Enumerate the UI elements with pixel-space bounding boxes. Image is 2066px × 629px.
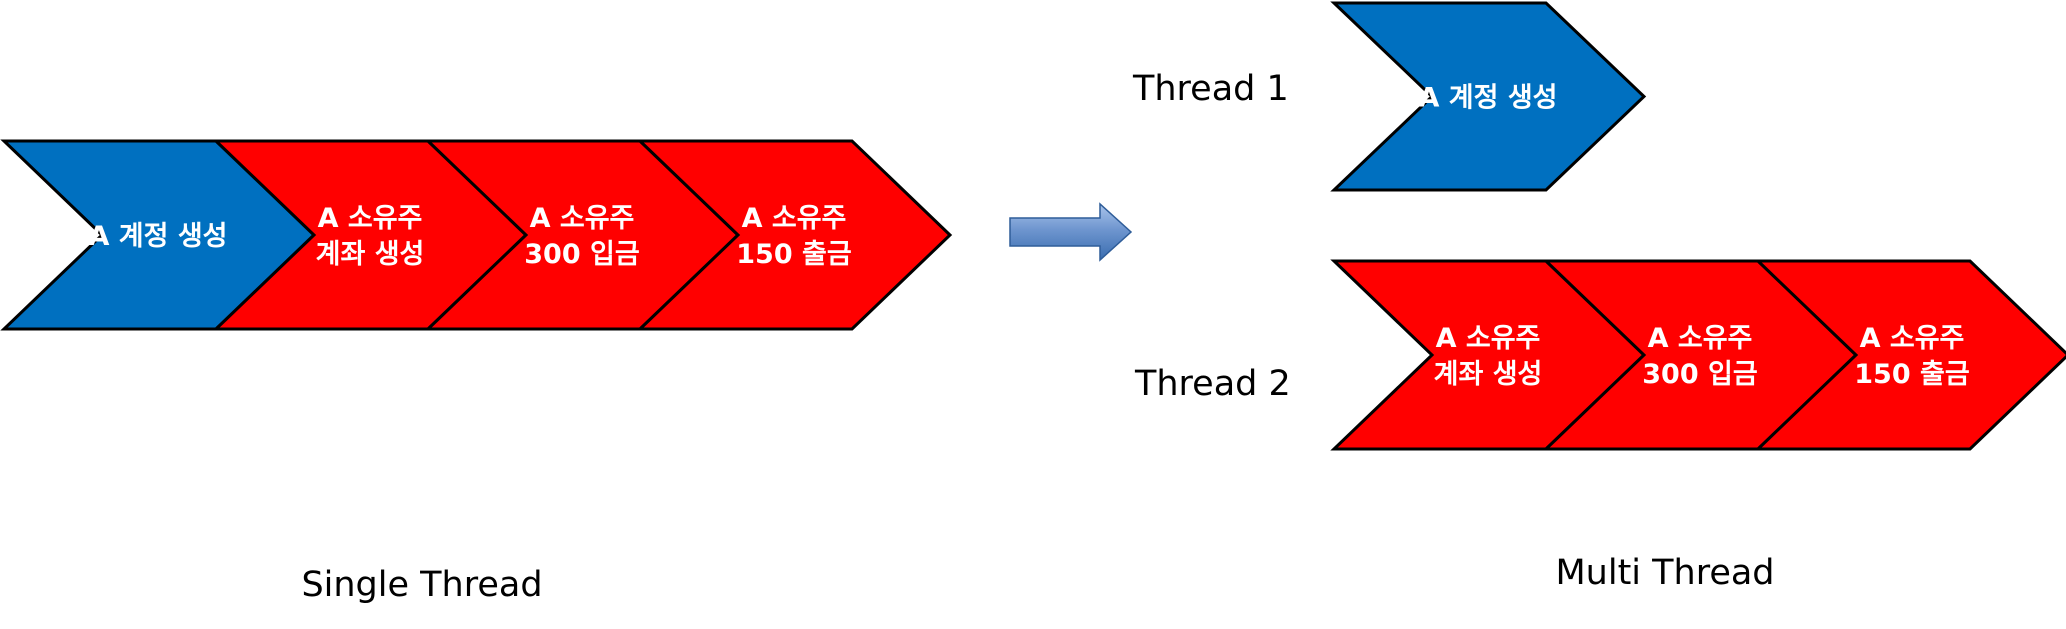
thread-1-label: Thread 1 bbox=[1132, 69, 1289, 109]
process-step-label: 300 입금 bbox=[524, 239, 639, 270]
transition-arrow bbox=[1009, 202, 1133, 262]
process-step-label: A 소유주 bbox=[1436, 323, 1541, 354]
process-step-chevron bbox=[1754, 259, 2066, 451]
single-thread-caption: Single Thread bbox=[301, 565, 542, 605]
process-step-label: A 소유주 bbox=[318, 203, 423, 234]
process-step-label: A 소유주 bbox=[742, 203, 847, 234]
process-step-label: A 소유주 bbox=[530, 203, 635, 234]
thread-2-label: Thread 2 bbox=[1134, 364, 1291, 404]
process-step-chevron bbox=[636, 139, 953, 331]
process-step-chevron bbox=[1330, 1, 1647, 192]
process-step-label: 계좌 생성 bbox=[316, 239, 425, 270]
process-step-label: A 소유주 bbox=[1648, 323, 1753, 354]
process-step-label: 계좌 생성 bbox=[1434, 359, 1543, 390]
multi-thread-caption: Multi Thread bbox=[1555, 553, 1774, 593]
process-step-label: A 소유주 bbox=[1860, 323, 1965, 354]
process-step-label: 150 출금 bbox=[736, 239, 851, 270]
process-step-label: 300 입금 bbox=[1642, 359, 1757, 390]
thread-1-process: A 계정 생성 bbox=[1330, 1, 1647, 192]
process-step-label: A 계정 생성 bbox=[88, 221, 227, 252]
process-step-label: 150 출금 bbox=[1854, 359, 1969, 390]
right-arrow-icon bbox=[1009, 202, 1133, 262]
process-step-label: A 계정 생성 bbox=[1418, 83, 1557, 114]
